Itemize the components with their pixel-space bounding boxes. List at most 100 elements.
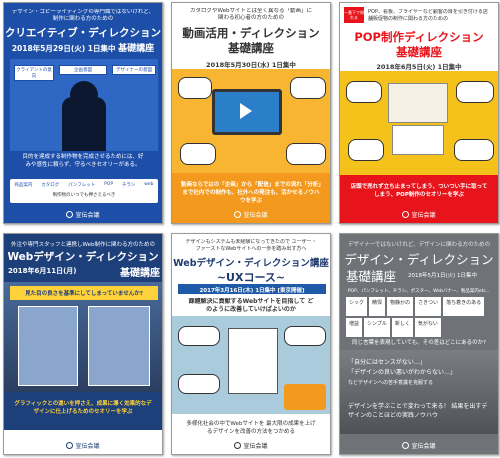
org-logo: 宣伝会議 — [340, 441, 498, 450]
strip-item: web — [144, 182, 154, 187]
category-strip: 商品案内 カタログ パンフレット POP チラシ web 制作物のいつでも押さえ… — [10, 179, 158, 203]
brochure-body: 多様化社会の中でWebサイトを 最大限の成果を上げるデザインを改善の方法をつかめ… — [186, 421, 316, 435]
question-banner: 見た目の良さを基準にしてしまっていませんか? — [10, 286, 158, 300]
speech-bubble — [290, 77, 326, 99]
page-mock-left — [18, 306, 78, 386]
brochure-lead: デザインもシステムも未経験になってきたので ユーザー・ファーストなWebサイトへ… — [185, 239, 317, 252]
brochure-title: Webデザイン・ディレクション — [7, 251, 159, 263]
org-logo: 宣伝会議 — [4, 210, 162, 219]
quote-line: 「自分にはセンスがない…」 — [348, 359, 426, 366]
footer-band — [172, 173, 330, 223]
org-logo-icon — [402, 211, 410, 218]
brochure-date: 2018年6月5日(火) 1日集中 — [376, 63, 462, 71]
brochure-body: デザインを学ぶことで変わって来る！ 結果を出すデザインのことほどの実践ノウハウ — [348, 403, 488, 419]
speech-bubble — [178, 77, 212, 99]
play-icon — [240, 103, 252, 119]
strip-item: カタログ — [41, 183, 60, 188]
brochure-title: Webデザイン・ディレクション講座 — [173, 258, 329, 269]
chip: シンプル — [364, 318, 390, 337]
speech-bubble — [346, 81, 382, 103]
speech-bubble — [348, 139, 384, 161]
tag-plan: 企画意図 — [59, 65, 107, 75]
quote-list: 「自分にはセンスがない…」 「デザインの良い悪いがわからない…」 などデザインへ… — [348, 358, 458, 388]
flow-diagram — [228, 328, 278, 394]
org-logo: 宣伝会議 — [340, 210, 498, 219]
strip-item: チラシ — [121, 183, 136, 188]
brochure-title: デザイン・ディレクション — [344, 252, 494, 267]
brochure-course: 基礎講座 — [396, 45, 442, 59]
page-mock-right — [88, 306, 150, 386]
speech-bubble — [456, 81, 494, 103]
corner-badge: 一番下で知れる — [344, 7, 364, 23]
brochure-lead: 外注や専門スタッフと連携しWeb制作に関わる方のための — [11, 242, 155, 248]
strip-item: 商品案内 — [14, 183, 33, 188]
chip-grid: シック 精悍 物静かの さきつい 落ち着きのある 増益 シンプル 新しく 気がな… — [346, 297, 494, 337]
brochure-course: 基礎講座 — [346, 269, 397, 284]
brochure-body: グラフィックとの違いを押さえ、成果に導く効果的なデザインに仕上げるためのセオリー… — [14, 401, 152, 415]
tag-client: クライアントの意向 — [14, 65, 54, 81]
org-logo-icon — [66, 211, 74, 218]
org-logo: 宣伝会議 — [172, 210, 330, 219]
speech-bubble — [178, 374, 220, 394]
brochure-web-design-direction[interactable]: 外注や専門スタッフと連携しWeb制作に関わる方のための Webデザイン・ディレク… — [3, 233, 163, 455]
strip-item: パンフレット — [68, 183, 96, 188]
date-banner: 2017年3月16日(木) 1日集中 [東京開催] — [178, 284, 326, 294]
org-logo-icon — [66, 442, 74, 449]
person-silhouette-head — [70, 81, 98, 99]
brochure-video-direction[interactable]: カタログやWebサイトとは全く異なる「動画」に関わる初心者の方のための 動画活用… — [171, 2, 331, 224]
brochure-question: 課題解決に貢献するWebサイトを目指して どのように改善していけばよいのか — [188, 298, 314, 313]
brochure-title: 動画活用・ディレクション — [182, 26, 320, 40]
brochure-date: 2018年5月1日(火) 1日集中 — [408, 273, 478, 279]
org-logo-icon — [234, 442, 242, 449]
brochure-question: 同じ言葉を表現していても、その差はどこにあるのか? — [352, 340, 486, 346]
speech-bubble — [180, 143, 216, 165]
brochure-lead: カタログやWebサイトとは全く異なる「動画」に関わる初心者の方のための — [190, 8, 312, 21]
brochure-course: 基礎講座 — [228, 41, 274, 55]
date-course-row: 2018年6月11日(月) 基礎講座 — [8, 264, 160, 279]
quote-line: などデザインへの苦手意識を克服する — [348, 380, 434, 386]
org-logo: 宣伝会議 — [4, 441, 162, 450]
illustration-area — [340, 350, 498, 434]
brochure-title: クリエイティブ・ディレクション — [5, 27, 161, 39]
quote-line: 「デザインの良い悪いがわからない…」 — [348, 369, 457, 376]
chip: さきつい — [415, 297, 442, 316]
brochure-lead: デザイン・コピーライティングの専門職ではないけれど、制作に関わる方のための — [11, 9, 155, 22]
speech-bubble — [178, 326, 220, 346]
org-logo-icon — [234, 211, 242, 218]
chip: 気がない — [414, 318, 441, 337]
media-list: POP、パンフレット、チラシ、ポスター、Webバナー、製品案内etc... — [347, 289, 491, 294]
chip: 物静かの — [387, 297, 414, 316]
chip: 落ち着きのある — [443, 297, 485, 316]
tag-designer: デザイナーの意図 — [112, 65, 156, 75]
chip: 新しく — [391, 318, 413, 337]
speech-bubble — [284, 326, 326, 346]
brochure-date: 2018年6月11日(月) — [8, 267, 77, 275]
chip: 精悍 — [369, 297, 386, 316]
brochure-title: POP制作ディレクション — [354, 30, 484, 44]
strip-note: 制作物のいつでも押さえるべき — [52, 193, 116, 198]
chip: 増益 — [346, 318, 363, 337]
brochure-date: 2018年5月29日(火) 1日集中 基礎講座 — [11, 44, 155, 54]
brochure-subtitle: ~UXコース~ — [216, 271, 286, 284]
brochure-lead: デザイナーではないけれど、デザインに関わる方のための — [347, 242, 491, 248]
brochure-web-ux-course[interactable]: デザインもシステムも未経験になってきたので ユーザー・ファーストなWebサイトへ… — [171, 233, 331, 455]
brochure-body: 店頭で売れず立ち止まってしまう、ついつい手に取ってしまう、POP制作のセオリーを… — [350, 184, 488, 198]
chip: シック — [346, 297, 368, 316]
brochure-course: 基礎講座 — [120, 268, 160, 279]
org-logo: 宣伝会議 — [172, 441, 330, 450]
shop-front — [388, 83, 448, 123]
brochure-creative-direction[interactable]: デザイン・コピーライティングの専門職ではないけれど、制作に関わる方のための クリ… — [3, 2, 163, 224]
brochure-lead: POP、看板、フライヤーなど顧客の目を引き付ける店舗販促物の制作に関わる方のため… — [368, 9, 488, 22]
course-row: 基礎講座 2018年5月1日(火) 1日集中 — [346, 266, 496, 284]
speech-bubble — [454, 139, 494, 161]
footer-band — [340, 175, 498, 223]
brochure-body: 動画ならではの「企画」から「配信」までの流れ「分析」まで社内での制作も、社外への… — [180, 182, 322, 204]
brochure-pop-direction[interactable]: 一番下で知れる POP、看板、フライヤーなど顧客の目を引き付ける店舗販促物の制作… — [339, 2, 499, 224]
brochure-date: 2018年5月30日(水) 1日集中 — [206, 61, 296, 69]
speech-bubble — [286, 143, 326, 165]
footer-band — [4, 430, 162, 454]
brochure-design-direction[interactable]: デザイナーではないけれど、デザインに関わる方のための デザイン・ディレクション … — [339, 233, 499, 455]
shop-counter — [392, 125, 444, 155]
strip-item: POP — [104, 182, 114, 187]
